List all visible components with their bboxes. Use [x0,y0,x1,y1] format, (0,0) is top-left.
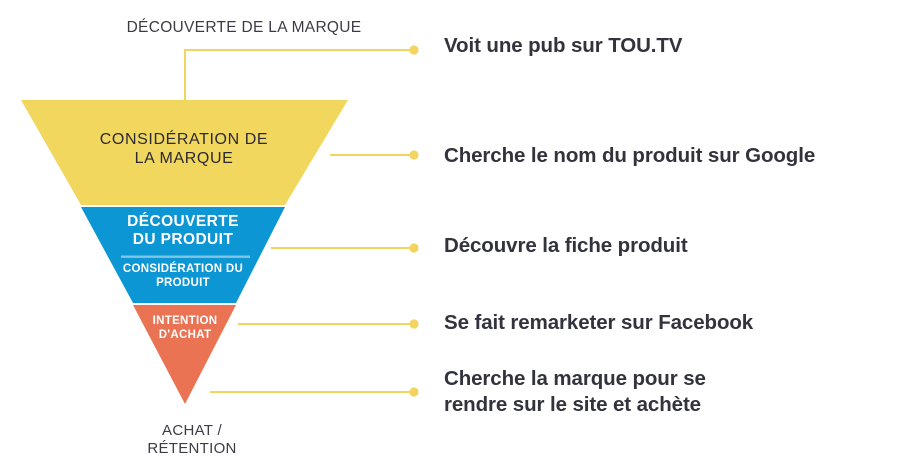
blue-band-divider [121,255,250,258]
funnel-band-yellow [21,100,348,205]
connector-dot-4 [409,387,419,397]
funnel-band-blue [81,207,285,303]
funnel-band-orange [133,305,236,404]
connector-dot-2 [409,243,419,253]
connector-dot-0 [409,45,419,55]
callout-product-sheet: Découvre la fiche produit [444,234,688,257]
connector-dot-1 [409,150,419,160]
connector-dot-3 [409,319,419,329]
callout-brand-search-buy: Cherche la marque pour se rendre sur le … [444,367,706,417]
callout-ad-toutv: Voit une pub sur TOU.TV [444,34,683,57]
connector-line-0 [184,49,412,100]
callout-facebook-retarget: Se fait remarketer sur Facebook [444,311,754,334]
callout-google-search: Cherche le nom du produit sur Google [444,144,816,167]
